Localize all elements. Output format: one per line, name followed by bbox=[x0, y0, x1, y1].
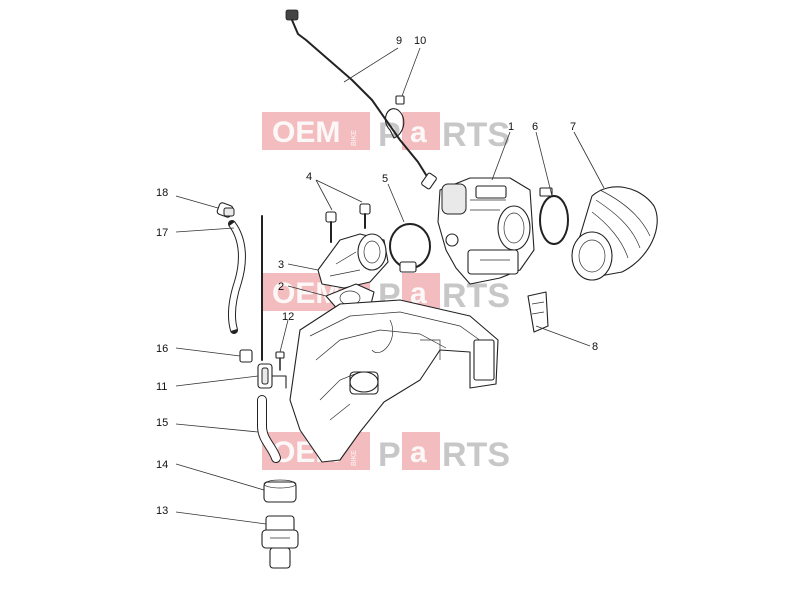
callout-3: 3 bbox=[278, 259, 284, 271]
leader-lines bbox=[175, 47, 605, 525]
callout-2: 2 bbox=[278, 281, 284, 293]
callout-6: 6 bbox=[532, 121, 538, 133]
part-15-drain-hose bbox=[257, 395, 281, 463]
part-11-drain-valve bbox=[257, 363, 287, 389]
callout-7: 7 bbox=[570, 121, 576, 133]
svg-text:BIKE: BIKE bbox=[351, 450, 358, 466]
svg-text:a: a bbox=[410, 436, 427, 469]
callout-5: 5 bbox=[382, 173, 388, 185]
callout-13: 13 bbox=[156, 505, 168, 517]
part-18-fitting bbox=[216, 202, 235, 218]
callout-15: 15 bbox=[156, 417, 168, 429]
svg-text:OEM: OEM bbox=[272, 116, 340, 149]
callout-10: 10 bbox=[414, 35, 426, 47]
part-3-intake-manifold bbox=[317, 233, 389, 289]
part-7-intake-boot bbox=[571, 186, 658, 281]
callout-11: 11 bbox=[156, 381, 167, 393]
callout-12: 12 bbox=[282, 311, 294, 323]
part-17-breather-hose bbox=[227, 220, 246, 334]
part-12-screw bbox=[275, 351, 285, 371]
callout-8: 8 bbox=[592, 341, 598, 353]
part-10-cable-clip bbox=[384, 95, 405, 139]
svg-text:RTS: RTS bbox=[442, 116, 510, 154]
part-1-throttle-body bbox=[437, 177, 535, 285]
callout-4: 4 bbox=[306, 171, 312, 183]
airbox-housing bbox=[289, 299, 499, 463]
svg-text:RTS: RTS bbox=[442, 436, 510, 474]
svg-text:BIKE: BIKE bbox=[351, 130, 358, 146]
part-9-throttle-cable bbox=[285, 9, 437, 190]
callout-16: 16 bbox=[156, 343, 168, 355]
callout-17: 17 bbox=[156, 227, 168, 239]
callout-labels: 9 10 1 6 7 4 5 18 17 3 2 12 8 16 11 15 1… bbox=[156, 35, 598, 517]
callout-18: 18 bbox=[156, 187, 168, 199]
callout-14: 14 bbox=[156, 459, 168, 471]
part-4-screws bbox=[325, 203, 371, 243]
part-8-bracket bbox=[527, 291, 549, 333]
part-16-nut bbox=[239, 349, 253, 363]
part-13-drain-cup bbox=[261, 515, 299, 569]
part-5-clamp-ring bbox=[389, 223, 431, 273]
svg-text:a: a bbox=[410, 277, 427, 310]
svg-text:a: a bbox=[410, 116, 427, 149]
watermark-bottom: OEM BIKE P a RTS bbox=[262, 432, 510, 474]
callout-9: 9 bbox=[396, 35, 402, 47]
svg-text:P: P bbox=[378, 436, 401, 474]
callout-1: 1 bbox=[508, 121, 514, 133]
watermark-top: OEM BIKE P a RTS bbox=[262, 112, 510, 154]
part-6-clamp bbox=[539, 187, 569, 245]
part-14-clamp bbox=[263, 479, 297, 503]
svg-text:P: P bbox=[378, 116, 401, 154]
